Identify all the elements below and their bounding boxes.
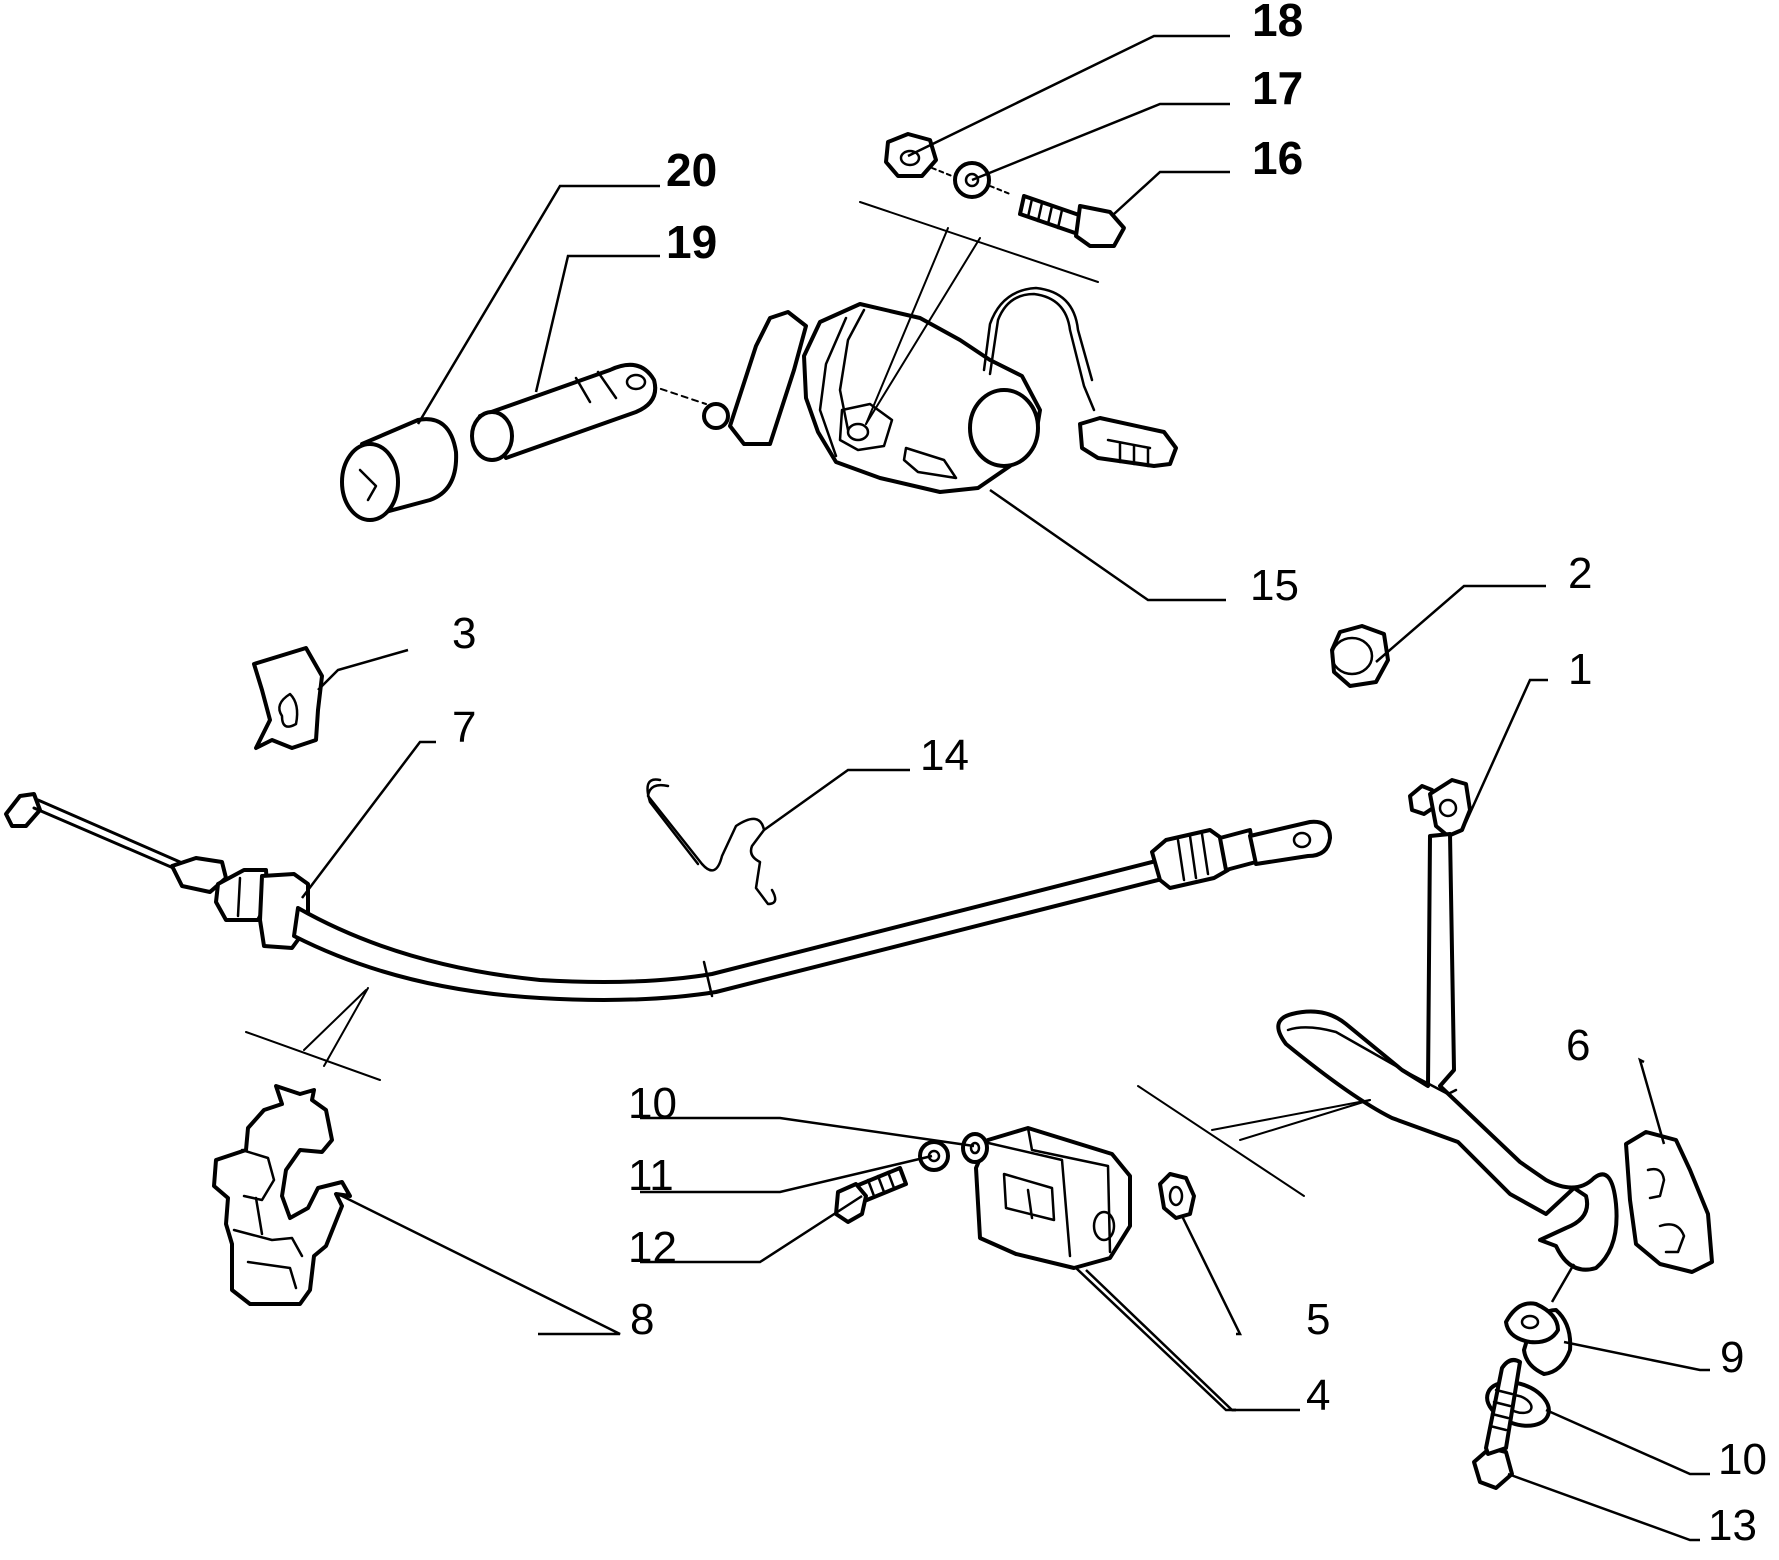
part-15-actuator-motor [702,286,1178,494]
callout-14: 14 [920,731,969,780]
callout-labels: 18 17 16 20 19 15 2 3 1 7 14 6 10 11 12 … [452,0,1767,1550]
callout-2: 2 [1568,549,1592,598]
part-7-cable [4,792,1332,1002]
part-8-bracket [212,1084,352,1306]
callout-18: 18 [1252,0,1303,46]
callout-7: 7 [452,703,476,752]
callout-9: 9 [1720,1333,1744,1382]
part-9-bushing [1504,1301,1573,1376]
part-6-pad [1624,1130,1714,1274]
callout-10-left: 10 [628,1079,677,1128]
callout-5: 5 [1306,1295,1330,1344]
callout-1: 1 [1568,645,1592,694]
leader-lines [301,34,1710,1542]
part-10-washer-left [961,1132,989,1164]
callout-11: 11 [628,1151,674,1200]
callout-19: 19 [666,216,717,268]
callout-3: 3 [452,609,476,658]
part-14-spring-wire [646,778,777,906]
part-5-nut [1158,1172,1196,1220]
part-19-pin [470,362,658,462]
callout-20: 20 [666,144,717,196]
part-2-plug [1330,624,1390,688]
callout-4: 4 [1306,1371,1330,1420]
callout-17: 17 [1252,62,1303,114]
callout-10-right: 10 [1718,1435,1767,1484]
callout-8: 8 [630,1295,654,1344]
part-16-bolt [1018,194,1126,248]
part-20-sleeve [340,417,459,522]
part-13-screw [1472,1358,1522,1490]
callout-12: 12 [628,1223,677,1272]
callout-13: 13 [1708,1501,1757,1550]
part-1-rod [1276,778,1619,1272]
part-11-washer [918,1140,950,1172]
callout-16: 16 [1252,132,1303,184]
callout-6: 6 [1566,1021,1590,1070]
part-3-clip [252,646,324,750]
callout-15: 15 [1250,561,1299,610]
part-4-block [974,1126,1132,1270]
